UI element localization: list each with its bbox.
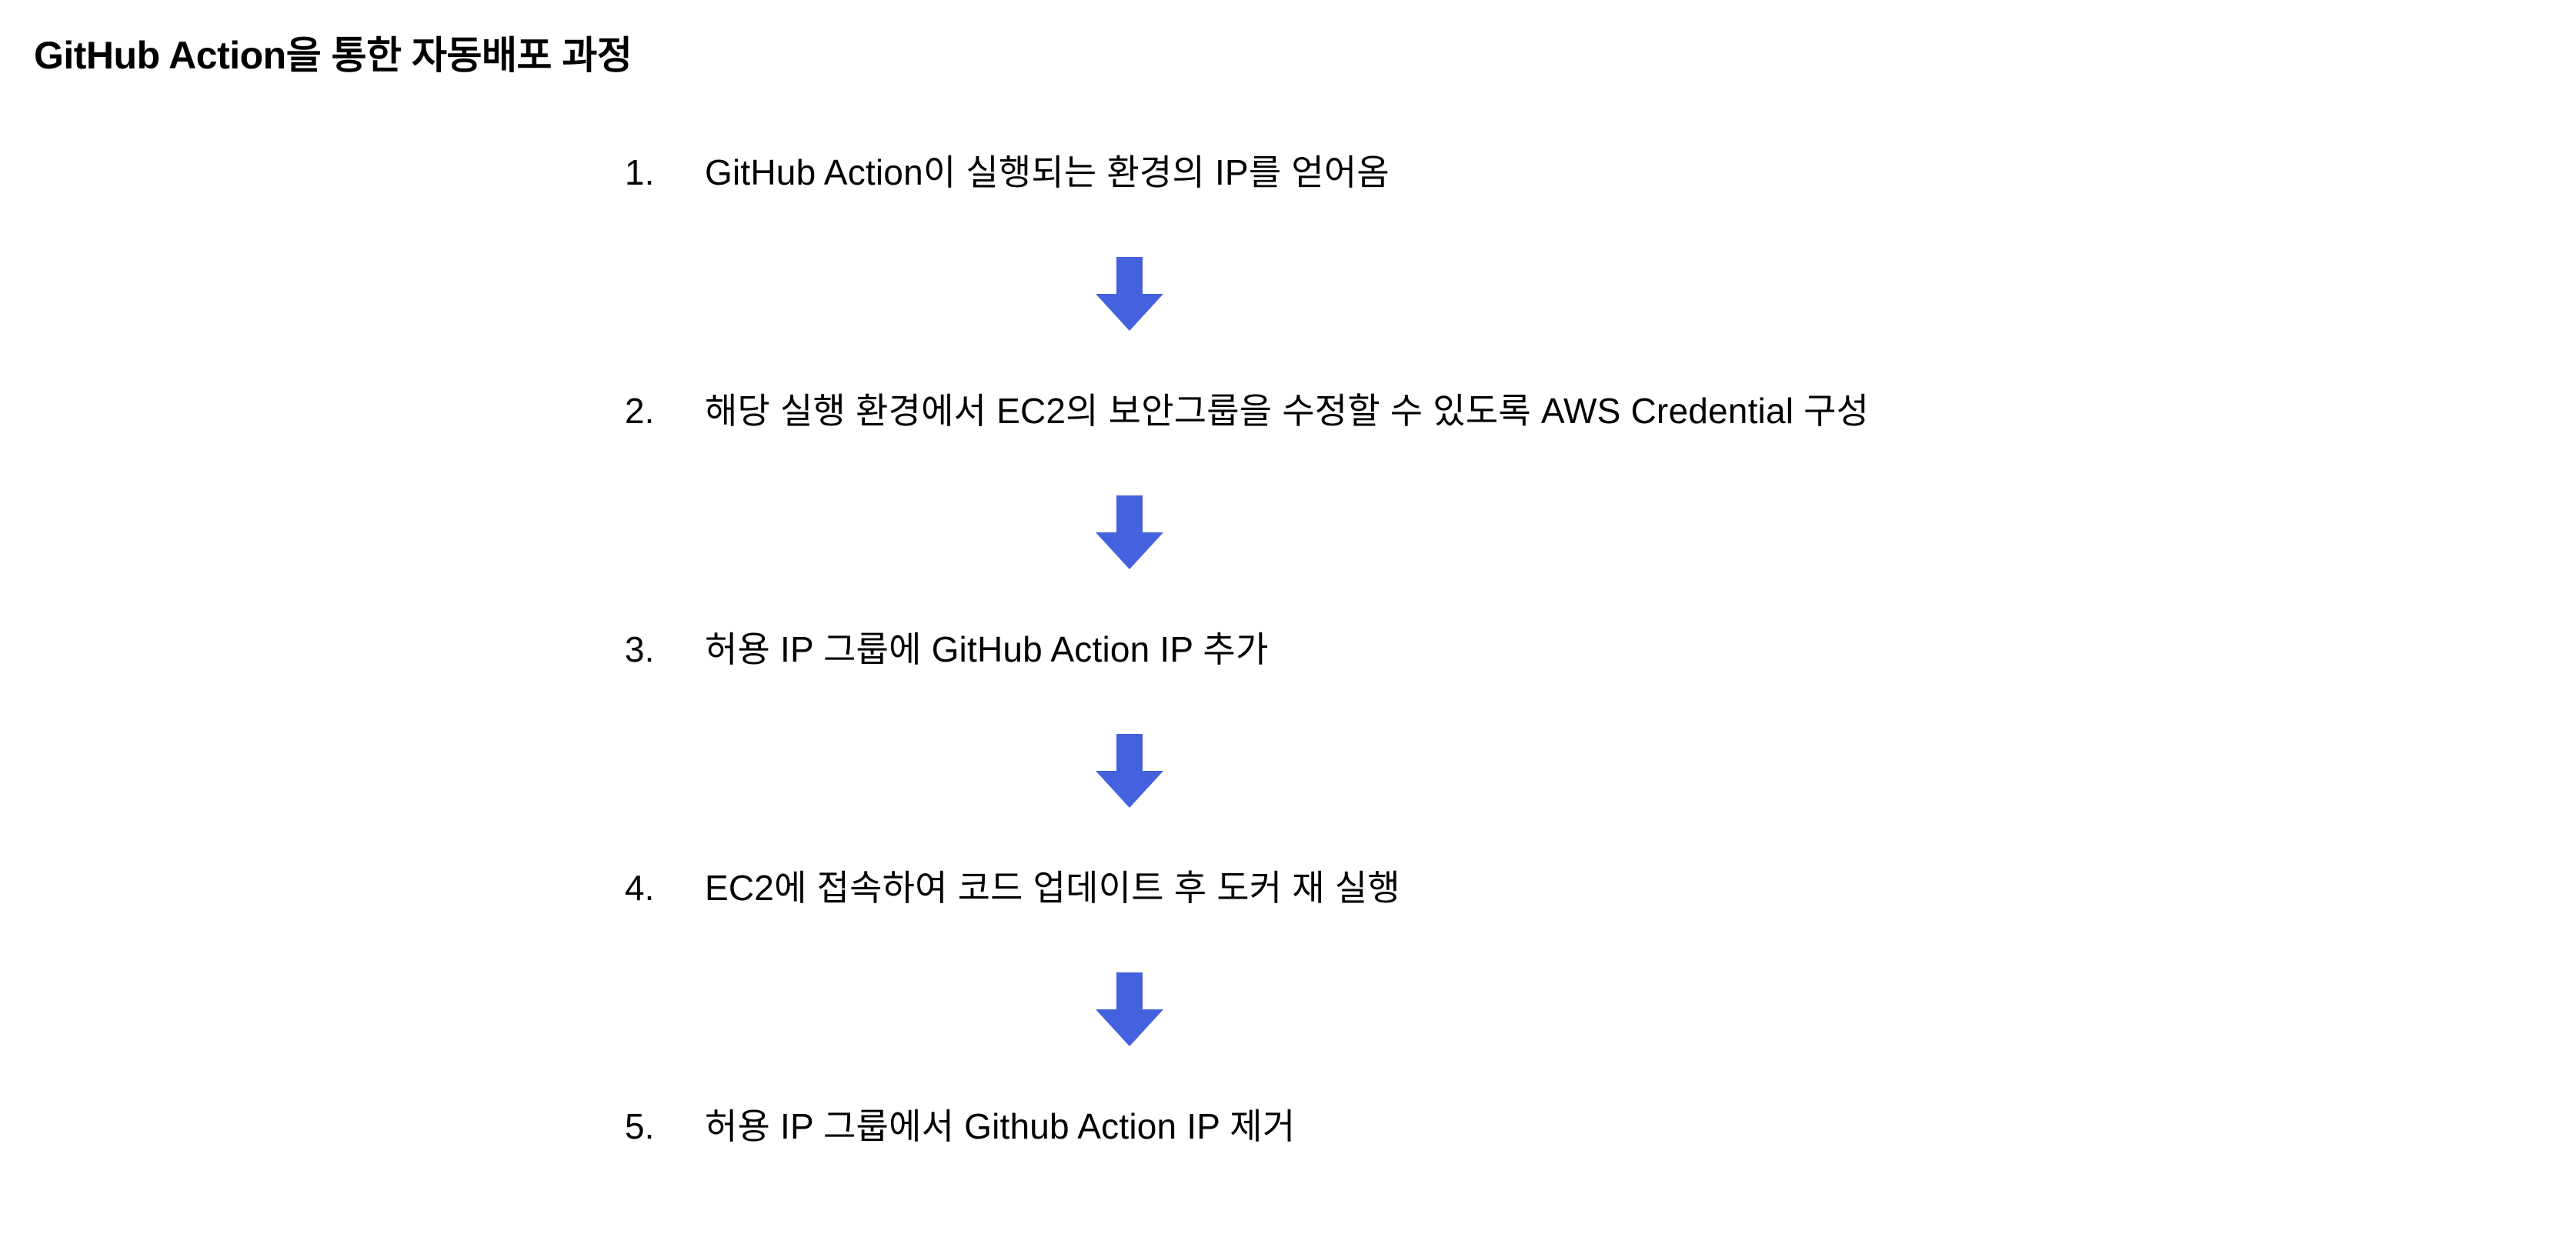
arrow-row — [0, 940, 2576, 1105]
process-step-5: 5. 허용 IP 그룹에서 Github Action IP 제거 — [625, 1105, 1295, 1149]
arrow-row — [0, 463, 2576, 628]
arrow-down-icon — [1096, 257, 1163, 331]
step-number: 1. — [625, 152, 655, 192]
page-title: GitHub Action을 통한 자동배포 과정 — [34, 34, 632, 77]
process-step-list: 1. GitHub Action이 실행되는 환경의 IP를 얻어옴 2. 해당… — [0, 151, 2576, 1179]
step-number: 5. — [625, 1106, 655, 1146]
process-step-2: 2. 해당 실행 환경에서 EC2의 보안그룹을 수정할 수 있도록 AWS C… — [625, 389, 1869, 434]
arrow-down-icon — [1096, 495, 1163, 569]
process-step-3: 3. 허용 IP 그룹에 GitHub Action IP 추가 — [625, 628, 1268, 672]
arrow-down-icon — [1096, 972, 1163, 1046]
arrow-row — [0, 702, 2576, 866]
step-label: GitHub Action이 실행되는 환경의 IP를 얻어옴 — [705, 152, 1390, 192]
step-number: 3. — [625, 629, 655, 669]
arrow-down-icon — [1096, 734, 1163, 808]
step-label: 허용 IP 그룹에서 Github Action IP 제거 — [705, 1106, 1296, 1146]
step-label: 해당 실행 환경에서 EC2의 보안그룹을 수정할 수 있도록 AWS Cred… — [705, 391, 1870, 431]
step-row: 3. 허용 IP 그룹에 GitHub Action IP 추가 — [0, 628, 2576, 702]
step-number: 2. — [625, 391, 655, 431]
step-label: EC2에 접속하여 코드 업데이트 후 도커 재 실행 — [705, 868, 1400, 908]
step-row: 4. EC2에 접속하여 코드 업데이트 후 도커 재 실행 — [0, 866, 2576, 940]
step-row: 5. 허용 IP 그룹에서 Github Action IP 제거 — [0, 1105, 2576, 1179]
step-number: 4. — [625, 868, 655, 908]
step-row: 2. 해당 실행 환경에서 EC2의 보안그룹을 수정할 수 있도록 AWS C… — [0, 389, 2576, 463]
process-step-1: 1. GitHub Action이 실행되는 환경의 IP를 얻어옴 — [625, 151, 1390, 195]
step-label: 허용 IP 그룹에 GitHub Action IP 추가 — [705, 629, 1269, 669]
step-row: 1. GitHub Action이 실행되는 환경의 IP를 얻어옴 — [0, 151, 2576, 225]
arrow-row — [0, 225, 2576, 389]
process-step-4: 4. EC2에 접속하여 코드 업데이트 후 도커 재 실행 — [625, 866, 1400, 911]
